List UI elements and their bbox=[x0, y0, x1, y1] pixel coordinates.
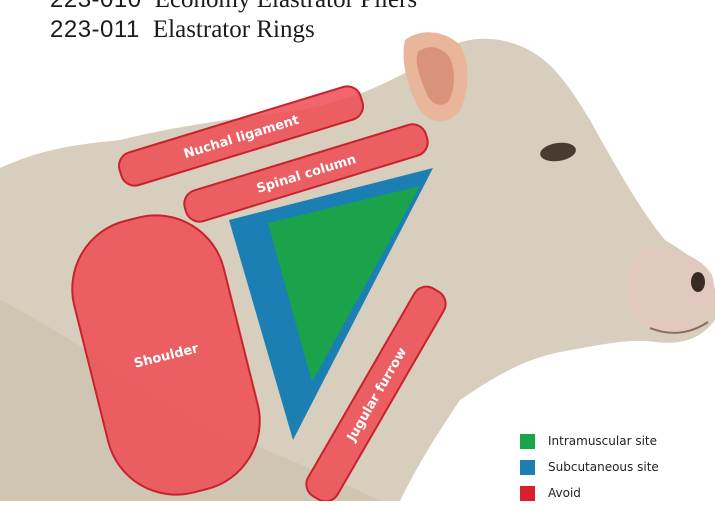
legend-item-avoid: Avoid bbox=[520, 480, 659, 506]
legend-item-subcutaneous: Subcutaneous site bbox=[520, 454, 659, 480]
legend-swatch bbox=[520, 486, 535, 501]
legend-label: Intramuscular site bbox=[548, 434, 657, 448]
cow-muzzle bbox=[627, 249, 714, 335]
cow-nostril bbox=[691, 272, 705, 292]
legend-item-intramuscular: Intramuscular site bbox=[520, 428, 659, 454]
legend-swatch bbox=[520, 460, 535, 475]
catalog-line-rings: 223-011 Elastrator Rings bbox=[50, 16, 315, 44]
legend-label: Avoid bbox=[548, 486, 581, 500]
catalog-line-pliers: 223-010 Economy Elastrator Pliers bbox=[50, 0, 417, 14]
legend-label: Subcutaneous site bbox=[548, 460, 659, 474]
catalog-code: 223-011 bbox=[50, 16, 140, 43]
catalog-name: Elastrator Rings bbox=[153, 16, 315, 43]
legend-swatch bbox=[520, 434, 535, 449]
catalog-code: 223-010 bbox=[50, 0, 142, 13]
catalog-name: Economy Elastrator Pliers bbox=[155, 0, 417, 13]
legend: Intramuscular site Subcutaneous site Avo… bbox=[520, 428, 659, 506]
